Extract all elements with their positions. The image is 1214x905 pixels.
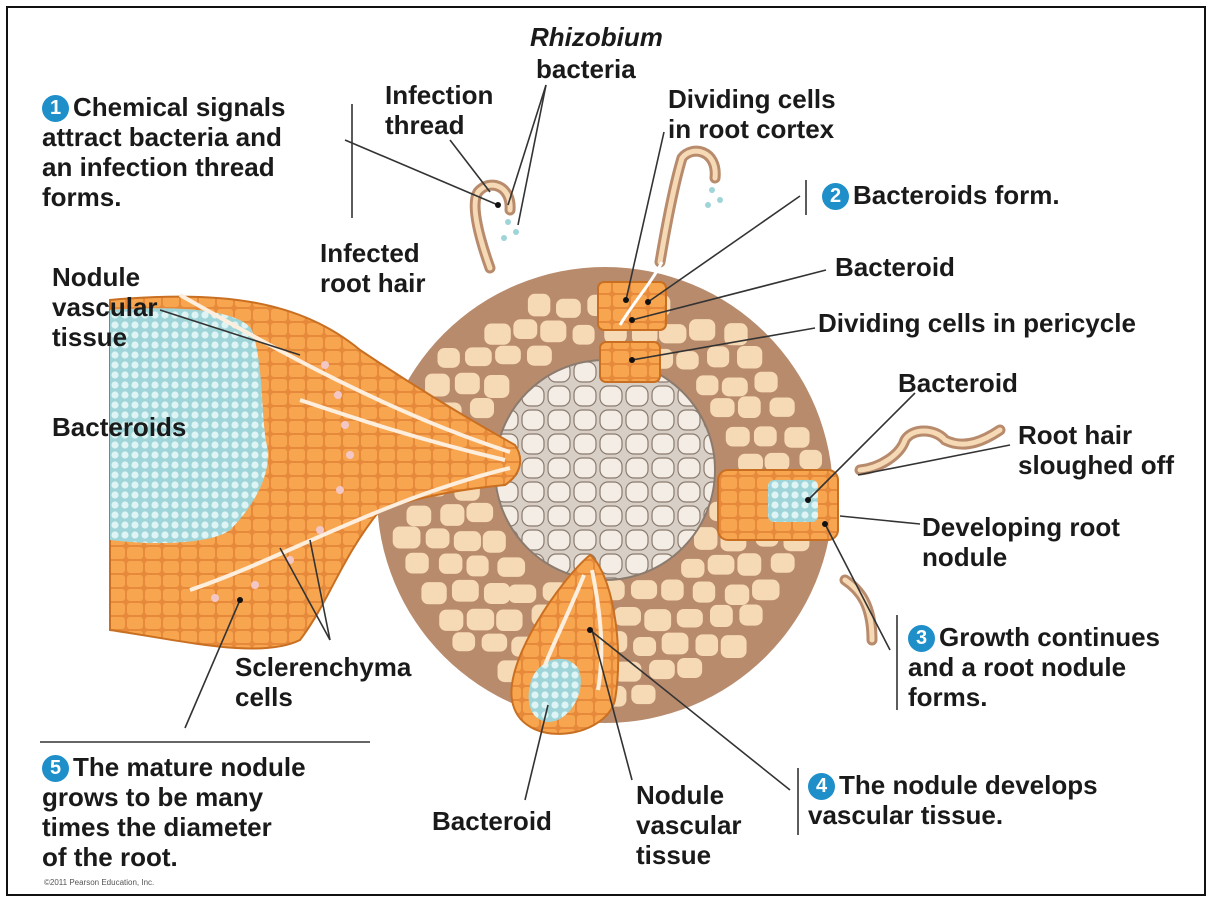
step-3-text: Growth continues and a root nodule forms… — [908, 622, 1160, 712]
label-infection-thread: Infection thread — [385, 80, 493, 140]
step-5: 5The mature nodule grows to be many time… — [42, 752, 306, 872]
step-4-text: The nodule develops vascular tissue. — [808, 770, 1098, 830]
label-nodule-vascular-bottom: Nodule vascular tissue — [636, 780, 742, 870]
label-developing-nodule: Developing root nodule — [922, 512, 1120, 572]
step-5-badge: 5 — [42, 755, 69, 782]
step-1: 1Chemical signals attract bacteria and a… — [42, 92, 285, 212]
step-2-badge: 2 — [822, 183, 849, 210]
label-bacteroids-left: Bacteroids — [52, 412, 186, 442]
step-4-badge: 4 — [808, 773, 835, 800]
step-3: 3Growth continues and a root nodule form… — [908, 622, 1160, 712]
rhizobium-dots — [501, 187, 723, 241]
central-vascular-cylinder — [495, 360, 715, 580]
label-root-hair-sloughed: Root hair sloughed off — [1018, 420, 1174, 480]
step-2: 2Bacteroids form. — [822, 180, 1060, 210]
step-5-text: The mature nodule grows to be many times… — [42, 752, 306, 872]
label-dividing-pericycle: Dividing cells in pericycle — [818, 308, 1136, 338]
step-4: 4The nodule develops vascular tissue. — [808, 770, 1098, 830]
label-sclerenchyma: Sclerenchyma cells — [235, 652, 411, 712]
label-bacteria: bacteria — [536, 54, 636, 84]
label-infected-root-hair: Infected root hair — [320, 238, 425, 298]
label-bacteroid-bottom: Bacteroid — [432, 806, 552, 836]
step-1-text: Chemical signals attract bacteria and an… — [42, 92, 285, 212]
step-3-badge: 3 — [908, 625, 935, 652]
step-1-badge: 1 — [42, 95, 69, 122]
label-bacteroid-2: Bacteroid — [898, 368, 1018, 398]
step-2-text: Bacteroids form. — [853, 180, 1060, 210]
copyright: ©2011 Pearson Education, Inc. — [44, 878, 154, 887]
label-bacteroid-1: Bacteroid — [835, 252, 955, 282]
label-dividing-cortex: Dividing cells in root cortex — [668, 84, 836, 144]
label-nodule-vascular-left: Nodule vascular tissue — [52, 262, 158, 352]
label-rhizobium: Rhizobium — [530, 22, 663, 52]
